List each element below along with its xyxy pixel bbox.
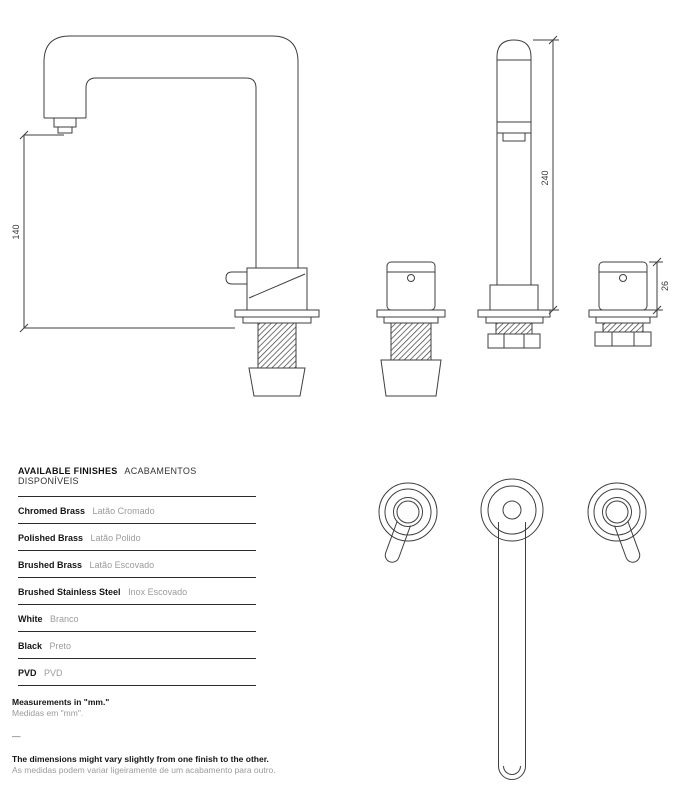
- handle-flange-lower: [383, 316, 439, 324]
- spout-outer-line: [43, 35, 299, 268]
- spout-plan-inner: [503, 765, 521, 775]
- finish-name-pt: Branco: [50, 614, 79, 624]
- faucet-front-view: [477, 39, 551, 349]
- lever-plan: [384, 520, 411, 563]
- dimension-240-label: 240: [540, 170, 550, 185]
- plan-view-handle-right: [587, 482, 647, 563]
- handle-flange-upper: [588, 309, 658, 318]
- finish-name-en: White: [18, 614, 43, 624]
- dimension-140: 140: [11, 130, 235, 333]
- handle-front-view: [588, 261, 658, 347]
- finish-row-black: Black Preto: [18, 632, 256, 659]
- mounting-nut: [248, 367, 306, 397]
- finish-name-pt: Preto: [49, 641, 72, 651]
- finish-row-pvd: PVD PVD: [18, 659, 256, 686]
- finish-name-en: Chromed Brass: [18, 506, 86, 516]
- notes-divider: —: [12, 731, 21, 741]
- finish-name-pt: Latão Escovado: [89, 560, 155, 570]
- finish-name-en: PVD: [18, 668, 37, 678]
- spout-plan: [498, 522, 526, 780]
- hex-nut: [594, 331, 652, 347]
- dimension-26: 26: [649, 257, 670, 315]
- handle-screw: [619, 274, 627, 282]
- handle-body: [598, 261, 648, 311]
- available-finishes-table: AVAILABLE FINISHES ACABAMENTOS DISPONÍVE…: [18, 462, 256, 686]
- finish-name-en: Brushed Brass: [18, 560, 83, 570]
- handle-flange-lower: [595, 316, 651, 324]
- finish-row-white: White Branco: [18, 605, 256, 632]
- dimension-240: 240: [533, 35, 559, 315]
- threaded-shank: [257, 322, 297, 369]
- mixer-body: [246, 267, 308, 311]
- dimension-26-label: 26: [660, 281, 670, 291]
- handle-body: [386, 261, 436, 311]
- finish-name-en: Black: [18, 641, 43, 651]
- aerator-front: [502, 132, 526, 142]
- finishes-header-en: AVAILABLE FINISHES: [18, 466, 118, 476]
- faucet-side-view: [43, 35, 320, 397]
- tolerance-note-pt: As medidas podem variar ligeiramente de …: [12, 765, 276, 775]
- measurements-note-en: Measurements in "mm.": [12, 697, 110, 707]
- handle-screw: [407, 274, 415, 282]
- dimension-140-label: 140: [11, 224, 21, 239]
- finish-name-en: Brushed Stainless Steel: [18, 587, 121, 597]
- plan-view-handle-left: [378, 482, 438, 563]
- deck-flange-upper: [234, 309, 320, 318]
- finish-row-brushed-stainless-steel: Brushed Stainless Steel Inox Escovado: [18, 578, 256, 605]
- hex-nut: [487, 333, 541, 349]
- spout-inner-line: [85, 77, 257, 268]
- deck-flange-lower: [242, 316, 312, 324]
- finishes-header: AVAILABLE FINISHES ACABAMENTOS DISPONÍVE…: [18, 462, 256, 497]
- finish-name-pt: Inox Escovado: [128, 587, 188, 597]
- plan-view-spout: [480, 478, 544, 780]
- handle-flange-upper: [376, 309, 446, 318]
- finish-row-chromed-brass: Chromed Brass Latão Cromado: [18, 497, 256, 524]
- deck-flange-lower: [485, 316, 544, 324]
- finish-row-polished-brass: Polished Brass Latão Polido: [18, 524, 256, 551]
- footer-notes: Measurements in "mm." Medidas em "mm". —…: [12, 697, 342, 776]
- mixer-body-front: [489, 284, 539, 311]
- finish-name-pt: Latão Polido: [90, 533, 141, 543]
- measurements-note-pt: Medidas em "mm".: [12, 708, 84, 718]
- aerator-tip: [57, 126, 73, 134]
- handle-side-view: [376, 261, 446, 397]
- body-seam: [248, 273, 306, 299]
- finish-row-brushed-brass: Brushed Brass Latão Escovado: [18, 551, 256, 578]
- aerator: [53, 117, 77, 128]
- deck-flange-upper: [477, 309, 551, 318]
- lever-handle: [225, 271, 247, 285]
- handle-mounting-nut: [380, 359, 442, 397]
- lever-plan: [614, 520, 641, 563]
- finish-name-pt: PVD: [44, 668, 63, 678]
- finishes-header-pt: ACABAMENTOS DISPONÍVEIS: [18, 466, 197, 486]
- handle-threaded-shank: [390, 322, 432, 361]
- finish-name-en: Polished Brass: [18, 533, 84, 543]
- riser-tube: [496, 39, 532, 285]
- finish-name-pt: Latão Cromado: [92, 506, 155, 516]
- tolerance-note-en: The dimensions might vary slightly from …: [12, 754, 269, 764]
